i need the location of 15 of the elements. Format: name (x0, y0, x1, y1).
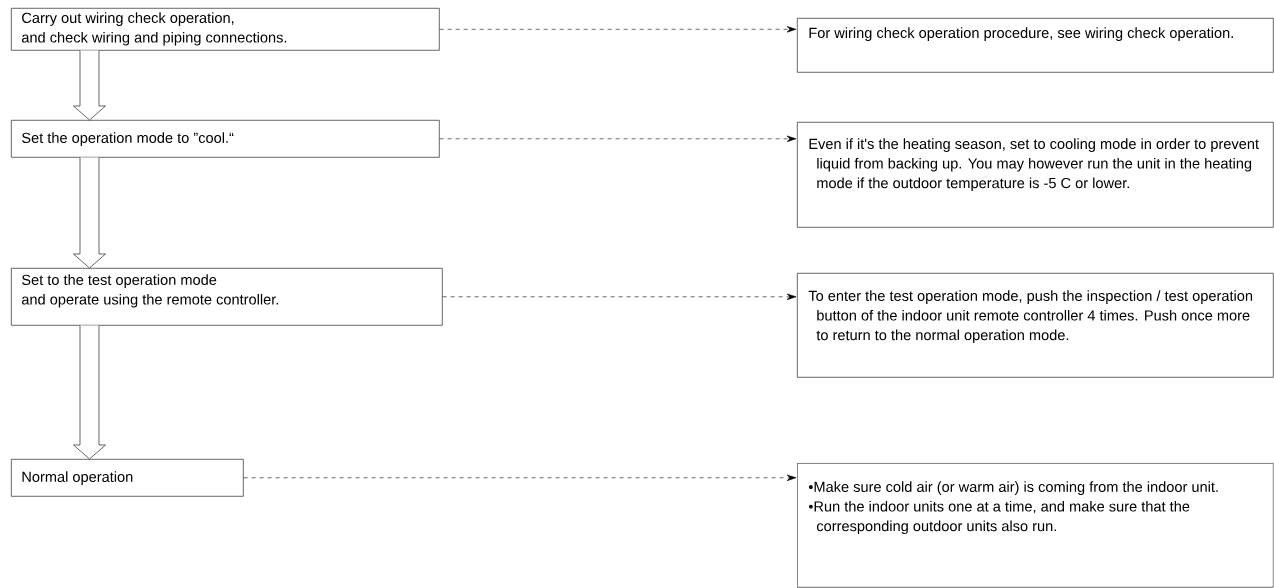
dashed-arrow (439, 26, 797, 33)
block-arrow (73, 157, 106, 269)
note-box: •Make sure cold air (or warm air) is coming from the indoor unit. •Run the indoor units one at a time, and make sure that the corresponding outdoor units also run. (797, 463, 1274, 588)
dashed-arrow (439, 135, 797, 142)
process-box: Carry out wiring check operation, and check wiring and piping connections. (11, 8, 440, 51)
note-box: To enter the test operation mode, push the inspection / test operation button of the indoor unit remote controller 4 times. Push once more to return to the normal operation mode. (797, 273, 1274, 378)
process-box: Normal operation (11, 459, 244, 497)
process-box: Set the operation mode to ”cool.“ (11, 120, 440, 158)
note-box: Even if it's the heating season, set to cooling mode in order to prevent liquid from backing up. You may however run the unit in the heating mode if the outdoor temperature is -5 C or lower. (797, 122, 1274, 228)
note-box: For wiring check operation procedure, see wiring check operation. (797, 18, 1274, 73)
block-arrow (73, 325, 106, 460)
block-arrow (73, 50, 106, 121)
dashed-arrow (442, 293, 797, 300)
process-box: Set to the test operation mode and operate using the remote controller. (11, 268, 443, 326)
dashed-arrow (243, 474, 797, 481)
